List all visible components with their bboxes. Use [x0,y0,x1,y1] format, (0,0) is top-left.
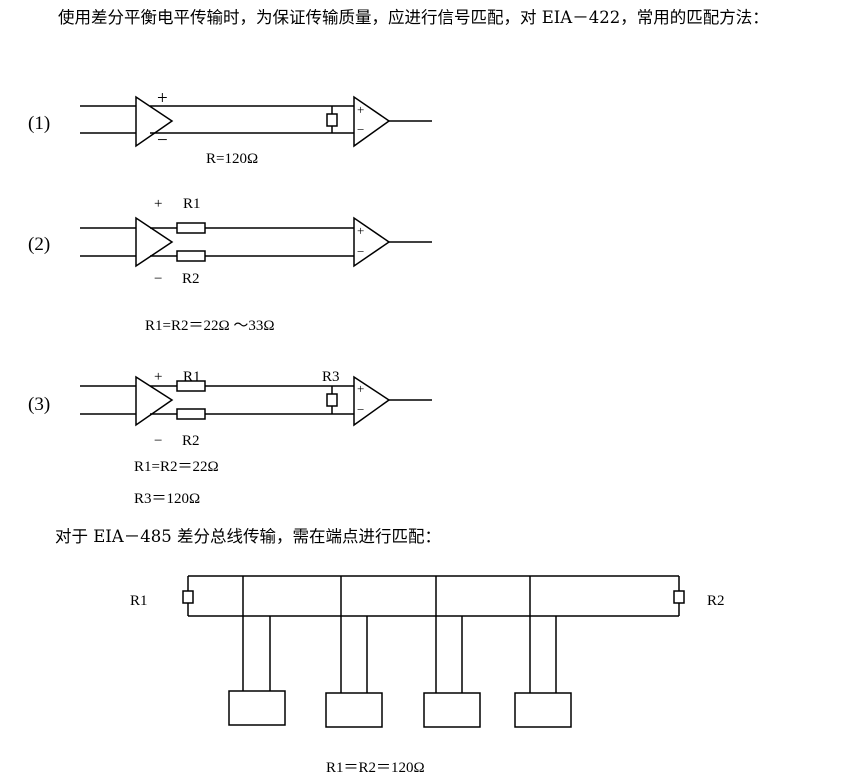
circuit-1-minus-label: − [157,130,168,151]
circuit-2-minus-label: − [154,271,162,287]
circuit-1-plus-label: + [157,88,168,109]
receiver-2-plus: + [357,223,364,238]
circuit-2-r1-label: R1 [183,196,201,212]
series-resistor-r1-circuit-2 [176,222,206,234]
terminator-resistor-r3 [326,393,338,407]
receiver-1-minus: − [357,122,364,137]
rs485-bus [182,575,685,728]
receiver-3-plus: + [357,381,364,396]
bus-caption: R1＝R2＝120Ω [326,760,425,776]
circuit-1-index: (1) [28,113,50,134]
bus-r1-label: R1 [130,593,148,609]
circuit-1 [80,95,432,148]
circuit-3-plus-label: + [154,369,162,385]
circuit-3-minus-label: − [154,433,162,449]
receiver-triangle-1 [353,95,391,148]
circuit-3-index: (3) [28,394,50,415]
circuit-3-caption-line-2: R3＝120Ω [134,491,200,507]
circuit-3-r2-label: R2 [182,433,200,449]
bus-node-2 [325,692,383,728]
series-resistor-r2-circuit-2 [176,250,206,262]
circuit-2-r2-label: R2 [182,271,200,287]
circuit-1-caption: R=120Ω [206,151,258,167]
series-resistor-r2-circuit-3 [176,408,206,420]
circuit-3-r1-label: R1 [183,369,201,385]
bus-node-3 [423,692,481,728]
bus-r2-label: R2 [707,593,725,609]
receiver-3-minus: − [357,402,364,417]
circuit-2-caption: R1=R2＝22Ω ～33Ω [145,318,275,334]
receiver-1-plus: + [357,102,364,117]
driver-triangle-3 [135,375,174,427]
receiver-2-minus: − [357,244,364,259]
circuit-3 [80,375,432,427]
circuit-3-caption-line-1: R1=R2＝22Ω [134,459,219,475]
driver-triangle-2 [135,216,174,268]
rs485-paragraph: 对于 EIA－485 差分总线传输，需在端点进行匹配： [55,527,441,546]
circuit-2-plus-label: + [154,196,162,212]
circuit-2-index: (2) [28,234,50,255]
receiver-triangle-2 [353,216,391,268]
terminator-resistor-1 [326,113,338,127]
bus-node-4 [514,692,572,728]
circuit-2 [80,216,432,268]
circuit-3-r3-label: R3 [322,369,340,385]
intro-paragraph: 使用差分平衡电平传输时，为保证传输质量，应进行信号匹配，对 EIA－422，常用… [58,8,769,27]
bus-node-1 [228,690,286,726]
bus-resistor-r1 [182,590,194,604]
receiver-triangle-3 [353,375,391,427]
bus-resistor-r2 [673,590,685,604]
